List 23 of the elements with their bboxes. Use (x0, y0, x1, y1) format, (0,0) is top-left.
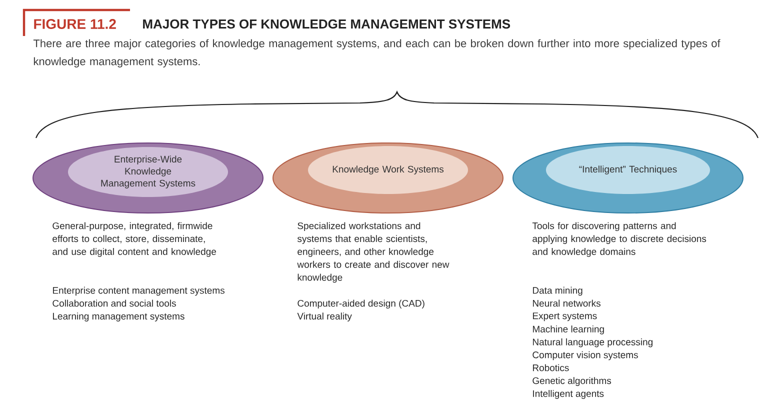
list-item: Machine learning (532, 326, 604, 334)
description: Specialized workstations and systems that enable scientists, engineers, and other knowledge workers to create and discover new knowledge (297, 222, 450, 283)
description: Tools for discovering patterns and applying knowledge to discrete decisions and knowledge domains (532, 222, 706, 257)
list-item: Robotics (532, 364, 569, 372)
list-item: Enterprise content management systems (53, 286, 224, 296)
figure-number: FIGURE 11.2 (34, 19, 116, 29)
category-label: “Intelligent” Techniques (546, 146, 710, 194)
caption: There are three major categories of knowledge management systems, and each can be broken down further into more specialized types of knowledge management systems. (33, 39, 720, 68)
list-item: Computer vision systems (532, 351, 638, 360)
list-item: Computer-aided design (CAD) (298, 300, 424, 309)
list-item: Intelligent agents (533, 390, 604, 399)
list-item: Collaboration and social tools (52, 300, 176, 307)
title: MAJOR TYPES OF KNOWLEDGE MANAGEMENT SYSTEMS (143, 19, 510, 29)
list-item: Expert systems (532, 312, 597, 322)
list-item: Genetic algorithms (532, 377, 612, 386)
list-item: Data mining (532, 286, 582, 296)
list-item: Learning management systems (53, 312, 184, 322)
description: General-purpose, integrated, firmwide efforts to collect, store, disseminate, and use digital content and knowledge (52, 222, 216, 257)
list-item: Virtual reality (297, 312, 352, 322)
category-label: Enterprise-Wide Knowledge Management Systems (68, 147, 228, 197)
list-item: Natural language processing (532, 338, 652, 348)
list-item: Neural networks (532, 300, 600, 307)
category-label: Knowledge Work Systems (308, 146, 468, 194)
